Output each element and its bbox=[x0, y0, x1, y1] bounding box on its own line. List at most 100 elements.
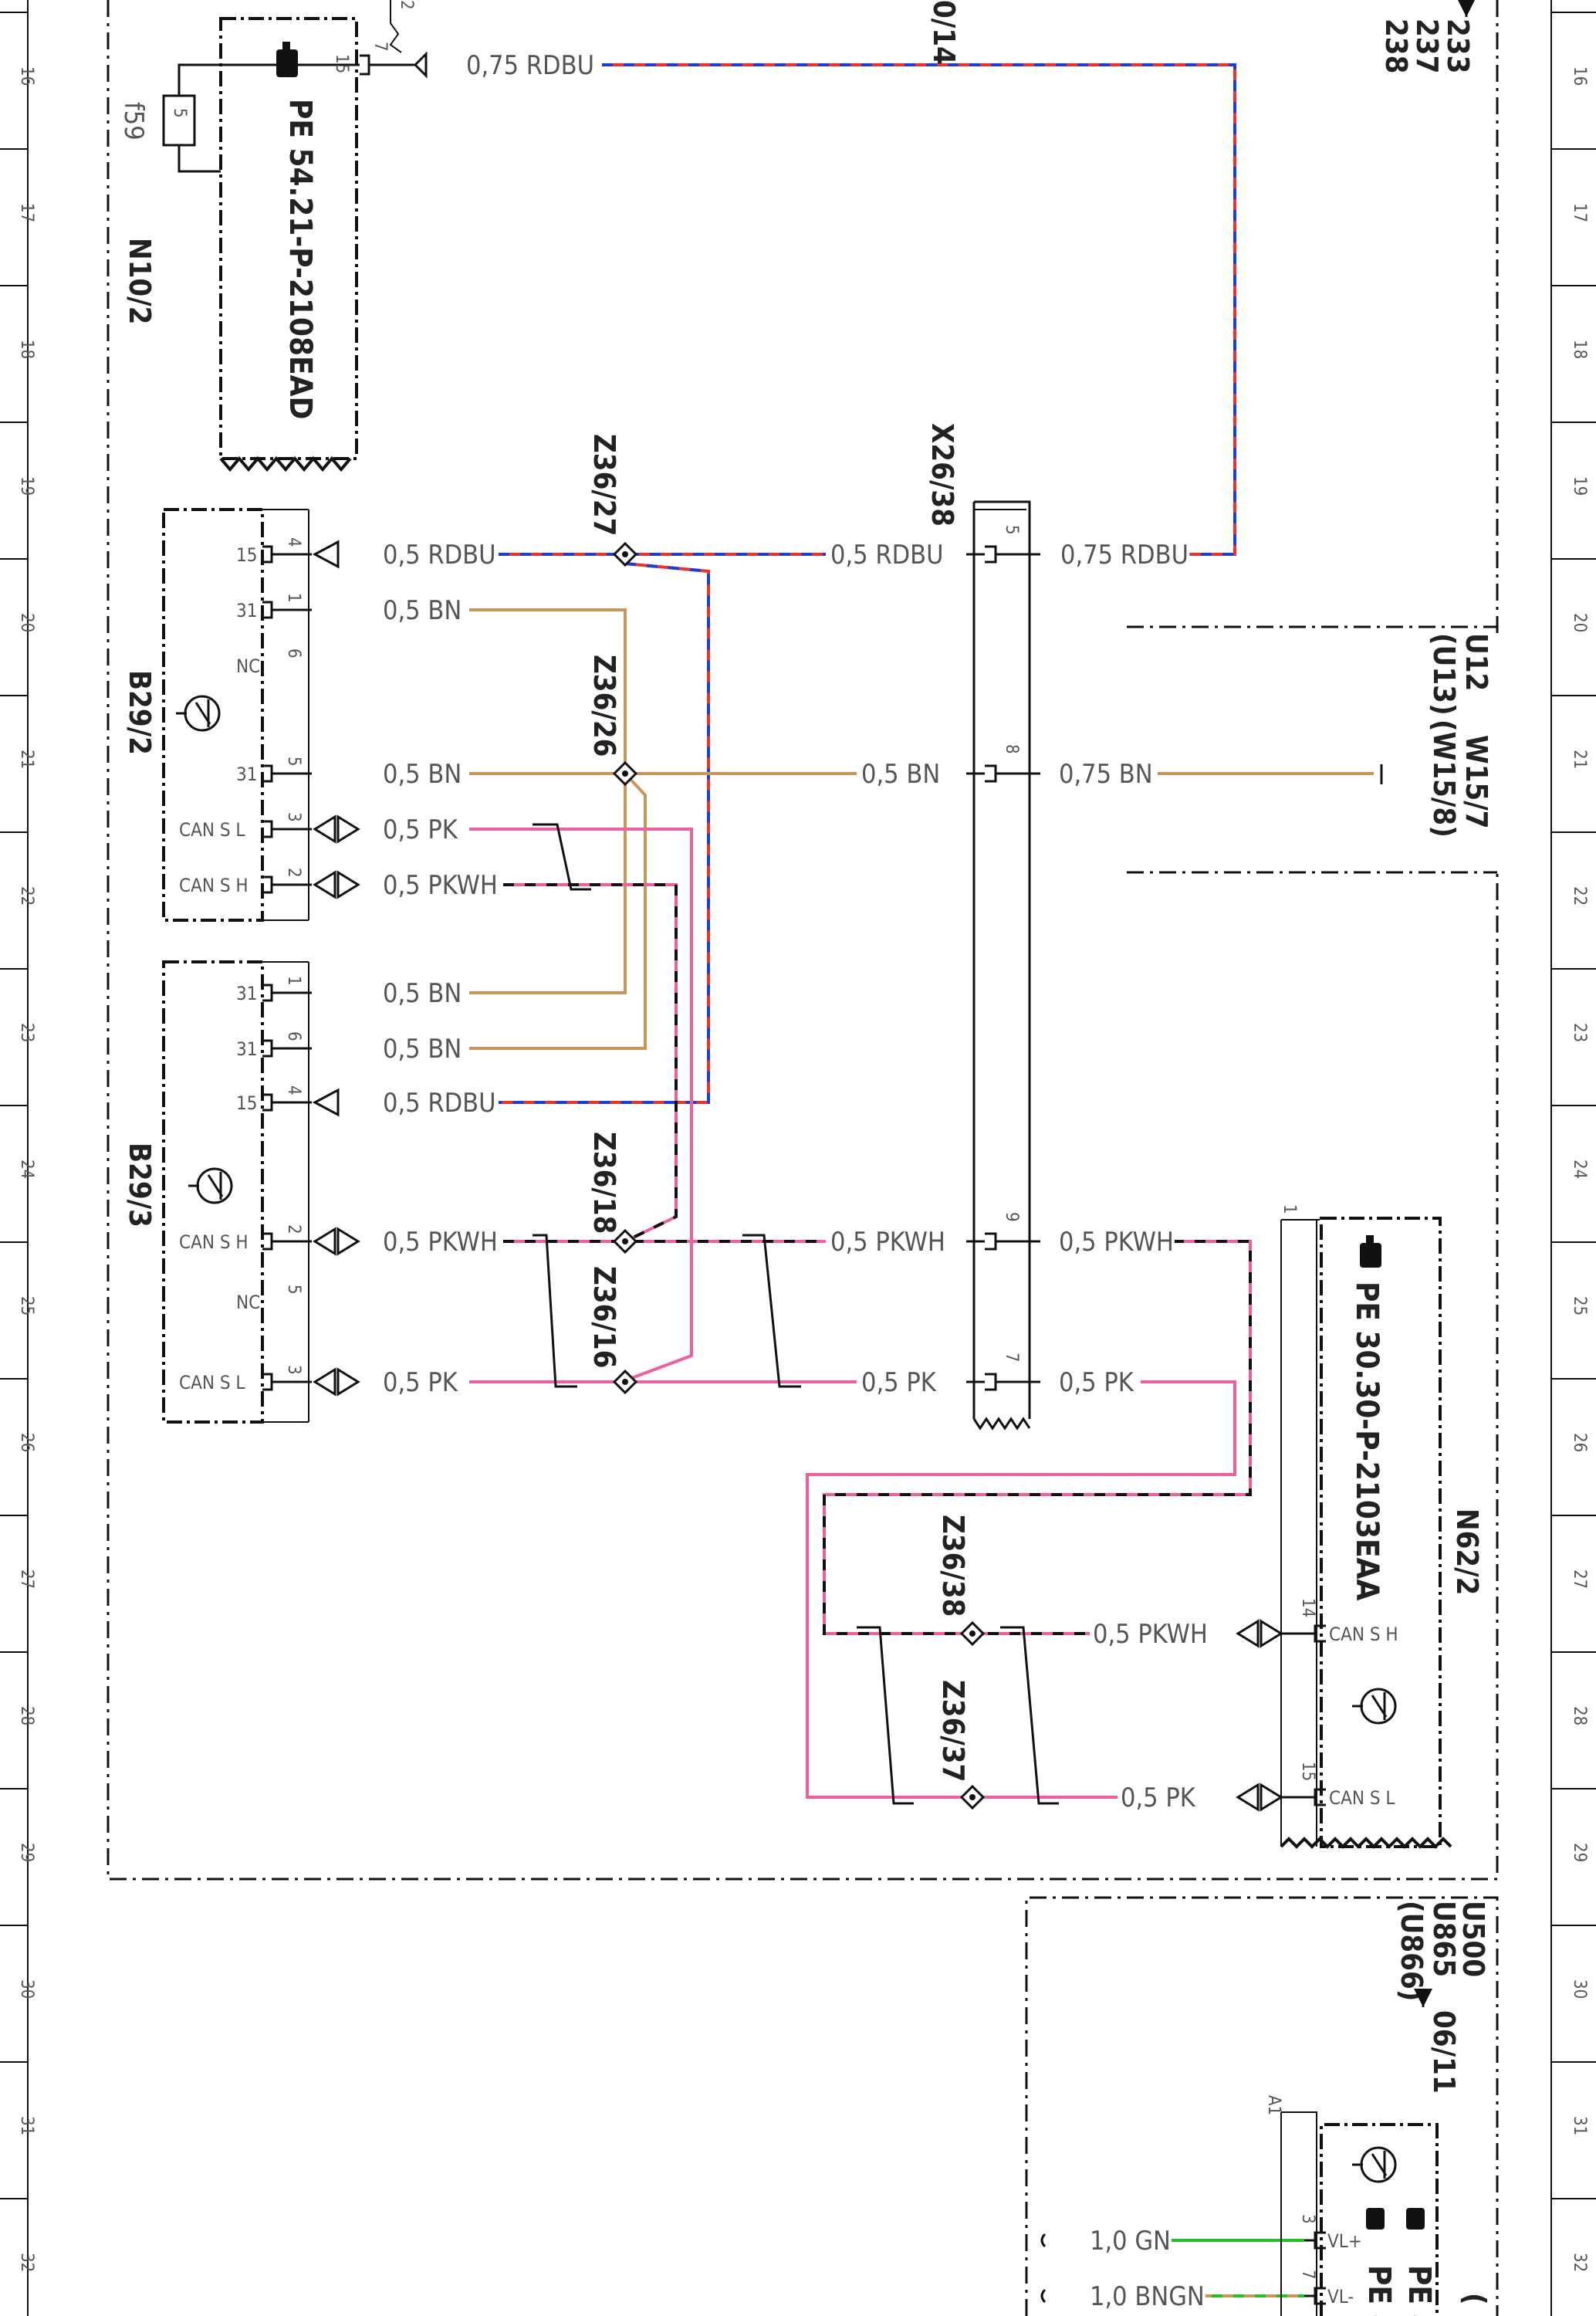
wire-rdbu-top bbox=[602, 63, 1236, 556]
pin-signal: CAN S L bbox=[1329, 1787, 1395, 1809]
splice-label: Z36/37 bbox=[936, 1680, 970, 1782]
zone-u12: U12 (U13) W15/7 (W15/8) bbox=[1380, 633, 1493, 838]
wire-label: 0,5 PKWH bbox=[1093, 1619, 1208, 1650]
pin-socket bbox=[1314, 2231, 1326, 2250]
wire-label: 1,0 GN bbox=[1090, 2226, 1171, 2257]
splice-label: Z36/18 bbox=[587, 1132, 621, 1234]
pin-signal: NC bbox=[236, 1292, 260, 1313]
splice-dot bbox=[622, 1238, 628, 1244]
pin-signal: 31 bbox=[236, 1038, 257, 1060]
wire-label: 0,5 BN bbox=[383, 978, 462, 1009]
pin-signal: 31 bbox=[236, 983, 257, 1004]
wire-labels: 0,75 RDBU 0,5 RDBU 0,5 BN 0,5 BN 0,5 PK 0,5 P… bbox=[380, 47, 1211, 2315]
pointing-hand-icon bbox=[1360, 1235, 1381, 1268]
ruler-number: 27 bbox=[1570, 1569, 1589, 1589]
plug-arrow-icon bbox=[336, 814, 360, 844]
ruler-number: 29 bbox=[1570, 1843, 1589, 1862]
sensor-icon bbox=[1352, 2146, 1397, 2183]
module-b29-3: B29/3 bbox=[123, 960, 309, 1424]
pin-number: 3 bbox=[284, 1365, 303, 1375]
ruler-number: 19 bbox=[17, 476, 36, 496]
wire-rdbu-b293-stripe bbox=[499, 562, 710, 1104]
connector-pin bbox=[985, 1232, 997, 1251]
pin-signal: CAN S H bbox=[179, 875, 249, 896]
ruler-number: 21 bbox=[17, 750, 36, 769]
pin-number: 4 bbox=[284, 1085, 303, 1095]
svg-text:233: 233 bbox=[1441, 19, 1475, 73]
connector-pin: 7 2 bbox=[360, 0, 416, 76]
splice-label: Z36/16 bbox=[587, 1266, 621, 1368]
ruler-number: 19 bbox=[1570, 476, 1589, 496]
fuse-name: f59 bbox=[118, 102, 149, 141]
sensor-icon bbox=[1352, 1688, 1397, 1725]
pin-signal: CAN S L bbox=[179, 819, 245, 841]
sensor-icon bbox=[176, 695, 221, 732]
wire-colors bbox=[469, 63, 1374, 2297]
module-name: B29/3 bbox=[123, 1143, 157, 1227]
wire-bn-1 bbox=[469, 608, 627, 994]
plug-arrow-icon bbox=[1236, 1619, 1260, 1648]
wire-label: 0,5 PK bbox=[383, 814, 458, 845]
ruler-number: 16 bbox=[1570, 66, 1589, 86]
twist-markers bbox=[533, 823, 1059, 1805]
module-n62-2: 1 N62/2 PE 30.30-P-2103EAA bbox=[1280, 1204, 1484, 1849]
ruler-number: 21 bbox=[1570, 750, 1589, 769]
wire-pkwh-3 bbox=[823, 1240, 1252, 1635]
pin-number: 1 bbox=[284, 976, 303, 986]
ruler-number: 24 bbox=[1570, 1160, 1589, 1179]
ruler-number: 28 bbox=[1570, 1706, 1589, 1725]
wire-label: 0,75 RDBU bbox=[1060, 540, 1189, 571]
plug-arrow-icon bbox=[336, 1367, 360, 1397]
ruler-number: 16 bbox=[17, 66, 36, 86]
ruler-number: 31 bbox=[1570, 2116, 1589, 2135]
ruler-number: 22 bbox=[17, 886, 36, 906]
doc-ref: PE 54.21-P-2108EAD bbox=[282, 99, 318, 419]
pin-label: 15 bbox=[332, 54, 351, 73]
pin-socket bbox=[1314, 1624, 1326, 1643]
svg-text:U12: U12 bbox=[1459, 633, 1493, 691]
border-ruler bbox=[27, 0, 1552, 2316]
pin-signal: 31 bbox=[236, 600, 257, 621]
splice-dot bbox=[622, 551, 628, 557]
plug-arrow-icon bbox=[413, 51, 428, 79]
wire-label: 0,75 BN bbox=[1059, 759, 1153, 790]
pointing-hand-icon bbox=[276, 42, 298, 77]
plug-arrow-icon bbox=[336, 870, 360, 899]
module-n10-2: N10/2 PE 54.21-P-2108EAD 5 f59 15 7 2 bbox=[118, 0, 428, 472]
svg-text:W15/7: W15/7 bbox=[1459, 735, 1493, 829]
module-b29-2: B29/2 bbox=[123, 508, 309, 922]
module-name: N62/2 bbox=[1450, 1508, 1484, 1595]
wire-rdbu-top-stripe bbox=[602, 63, 1236, 556]
pin-number: 4 bbox=[284, 537, 303, 547]
pin-signal: VL+ bbox=[1327, 2230, 1362, 2252]
svg-text:238: 238 bbox=[1379, 19, 1413, 73]
module-name: B29/2 bbox=[123, 670, 157, 755]
ruler-number: 31 bbox=[17, 2116, 36, 2135]
wire-bn-3 bbox=[469, 772, 647, 1050]
ruler-number: 20 bbox=[17, 613, 36, 632]
wire-label: 0,75 RDBU bbox=[466, 50, 594, 81]
connector-pin bbox=[985, 1373, 997, 1391]
plug-arrow-icon bbox=[313, 1367, 336, 1397]
pin-number: 5 bbox=[1002, 525, 1021, 535]
svg-text:1: 1 bbox=[1280, 1204, 1299, 1214]
wire-label: 0,5 PK bbox=[383, 1367, 458, 1398]
ruler-number: 22 bbox=[1570, 886, 1589, 906]
pin-number: 5 bbox=[284, 757, 303, 767]
pin-number: 3 bbox=[284, 812, 303, 822]
wire-label: 0,5 BN bbox=[383, 759, 462, 790]
ruler-number: 18 bbox=[17, 340, 36, 359]
pin-signal: CAN S L bbox=[179, 1372, 245, 1393]
pin-signal: 31 bbox=[236, 764, 257, 785]
sensor-icon bbox=[188, 1167, 233, 1204]
fuse-f59: 5 f59 bbox=[118, 63, 221, 173]
wire-label: 0,5 BN bbox=[861, 759, 940, 790]
plug-arrow-icon bbox=[336, 1227, 360, 1256]
pin-number: 1 bbox=[284, 593, 303, 603]
splice-label: Z36/26 bbox=[587, 655, 621, 757]
wire-label: 0,5 RDBU bbox=[383, 540, 496, 571]
wire-pk-3 bbox=[806, 1380, 1236, 1799]
